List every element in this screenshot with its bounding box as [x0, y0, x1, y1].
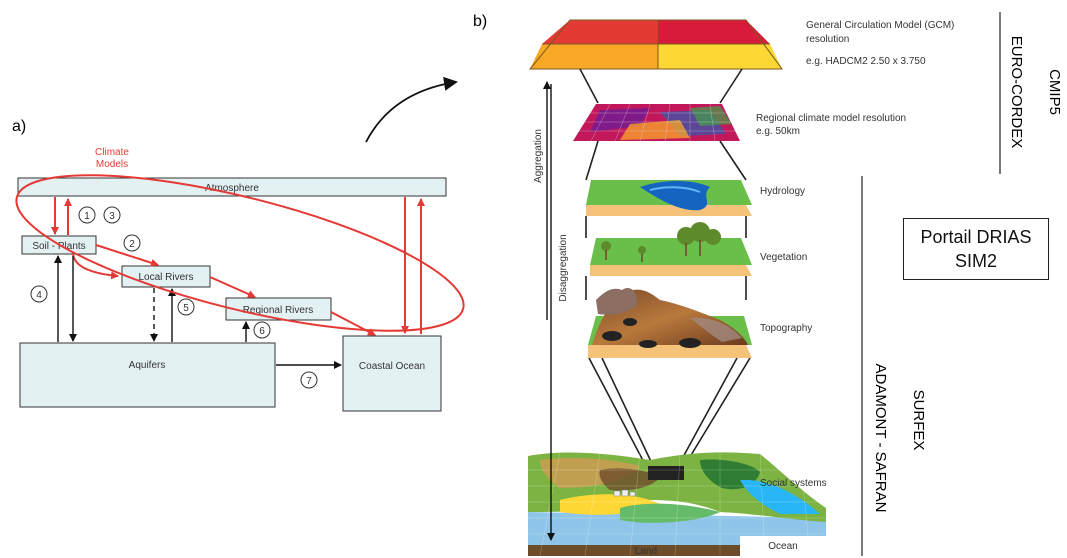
coastal-ocean-label: Coastal Ocean: [359, 361, 425, 372]
atmosphere-box: [17, 177, 447, 197]
marker-6: 6: [253, 321, 271, 339]
adamont-safran-label: ADAMONT - SAFRAN: [872, 364, 889, 513]
marker-2-label: 2: [129, 239, 135, 250]
social-systems-layer: [528, 451, 826, 557]
panel-a-label: a): [12, 118, 26, 135]
climate-models-label-line1: Climate: [95, 147, 129, 158]
topography-label: Topography: [760, 323, 812, 334]
gcm-title-line2: resolution: [806, 34, 849, 45]
euro-cordex-label: EURO-CORDEX: [1008, 36, 1025, 149]
sim2-label: SIM2: [954, 251, 997, 271]
arrow-soil-branch-to-local: [72, 253, 119, 280]
arrow-regional-to-ocean: [330, 311, 376, 336]
rcm-layer: [573, 103, 740, 142]
panel-a: a) Atmosphere Soil - Plants Local Rivers…: [12, 118, 465, 412]
cmip5-label: CMIP5: [1046, 69, 1063, 115]
gcm-title-line1: General Circulation Model (GCM): [806, 20, 954, 31]
regional-rivers-label: Regional Rivers: [243, 305, 314, 316]
panel-b-label: b): [473, 13, 487, 30]
funnel-lines: [579, 68, 751, 471]
marker-5-label: 5: [183, 303, 189, 314]
marker-7: 7: [300, 371, 318, 389]
arrow-soil-to-local: [95, 244, 159, 267]
marker-4-label: 4: [36, 290, 42, 301]
vegetation-layer: [590, 222, 752, 276]
aggregation-label: Aggregation: [533, 129, 544, 183]
marker-1: 1: [78, 206, 96, 224]
social-systems-label: Social systems: [760, 478, 827, 489]
local-rivers-label: Local Rivers: [138, 272, 193, 283]
rcm-title: Regional climate model resolution: [756, 113, 906, 124]
disaggregation-label: Disaggregation: [558, 234, 569, 301]
arrow-local-to-regional: [209, 276, 256, 298]
portail-drias-box: Portail DRIAS SIM2: [903, 218, 1049, 280]
marker-7-label: 7: [306, 376, 312, 387]
soil-plants-label: Soil - Plants: [32, 241, 85, 252]
marker-6-label: 6: [259, 326, 265, 337]
atmosphere-label: Atmosphere: [205, 183, 259, 194]
marker-5: 5: [177, 298, 195, 316]
ocean-label: Ocean: [768, 541, 797, 552]
regional-rivers-box: [225, 297, 332, 321]
climate-models-label-line2: Models: [96, 159, 128, 170]
land-label: Land: [635, 546, 657, 557]
aquifers-label: Aquifers: [129, 360, 166, 371]
marker-3: 3: [103, 206, 121, 224]
panel-b: b): [473, 12, 1063, 557]
hydrology-layer: [586, 180, 752, 216]
surfex-label: SURFEX: [910, 390, 927, 451]
coastal-ocean-box: [342, 335, 442, 412]
marker-2: 2: [123, 234, 141, 252]
portail-drias-label: Portail DRIAS: [920, 227, 1032, 247]
hydrology-label: Hydrology: [760, 186, 805, 197]
aquifers-box: [19, 342, 276, 408]
climate-models-ellipse: [15, 174, 465, 332]
vegetation-label: Vegetation: [760, 252, 807, 263]
gcm-example: e.g. HADCM2 2.50 x 3.750: [806, 56, 926, 67]
marker-3-label: 3: [109, 211, 115, 222]
rcm-example: e.g. 50km: [756, 126, 800, 137]
topography-layer: [588, 287, 752, 358]
marker-1-label: 1: [84, 211, 90, 222]
panel-connector-arrow: [365, 76, 458, 143]
marker-4: 4: [30, 285, 48, 303]
gcm-layer: [528, 19, 783, 70]
